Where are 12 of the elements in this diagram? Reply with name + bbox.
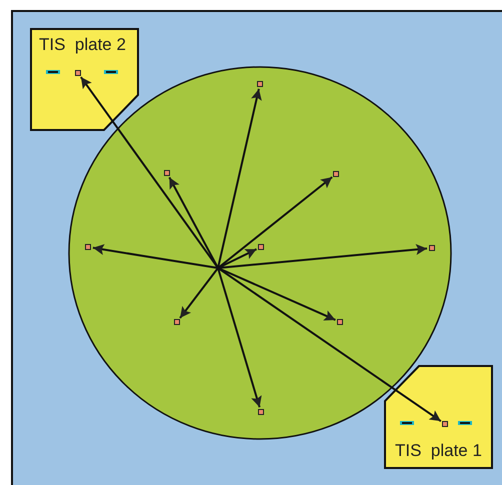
arrow	[80, 76, 219, 269]
plate-label: TIS plate 1	[395, 442, 482, 459]
arrow	[217, 176, 333, 269]
arrow	[217, 88, 262, 268]
arrow	[217, 267, 442, 422]
arrow	[218, 267, 336, 321]
arrow	[179, 267, 219, 319]
arrow	[168, 176, 219, 268]
arrow	[92, 244, 218, 269]
arrow	[217, 268, 262, 408]
arrow	[218, 244, 428, 269]
plate-label: TIS plate 2	[39, 36, 126, 53]
